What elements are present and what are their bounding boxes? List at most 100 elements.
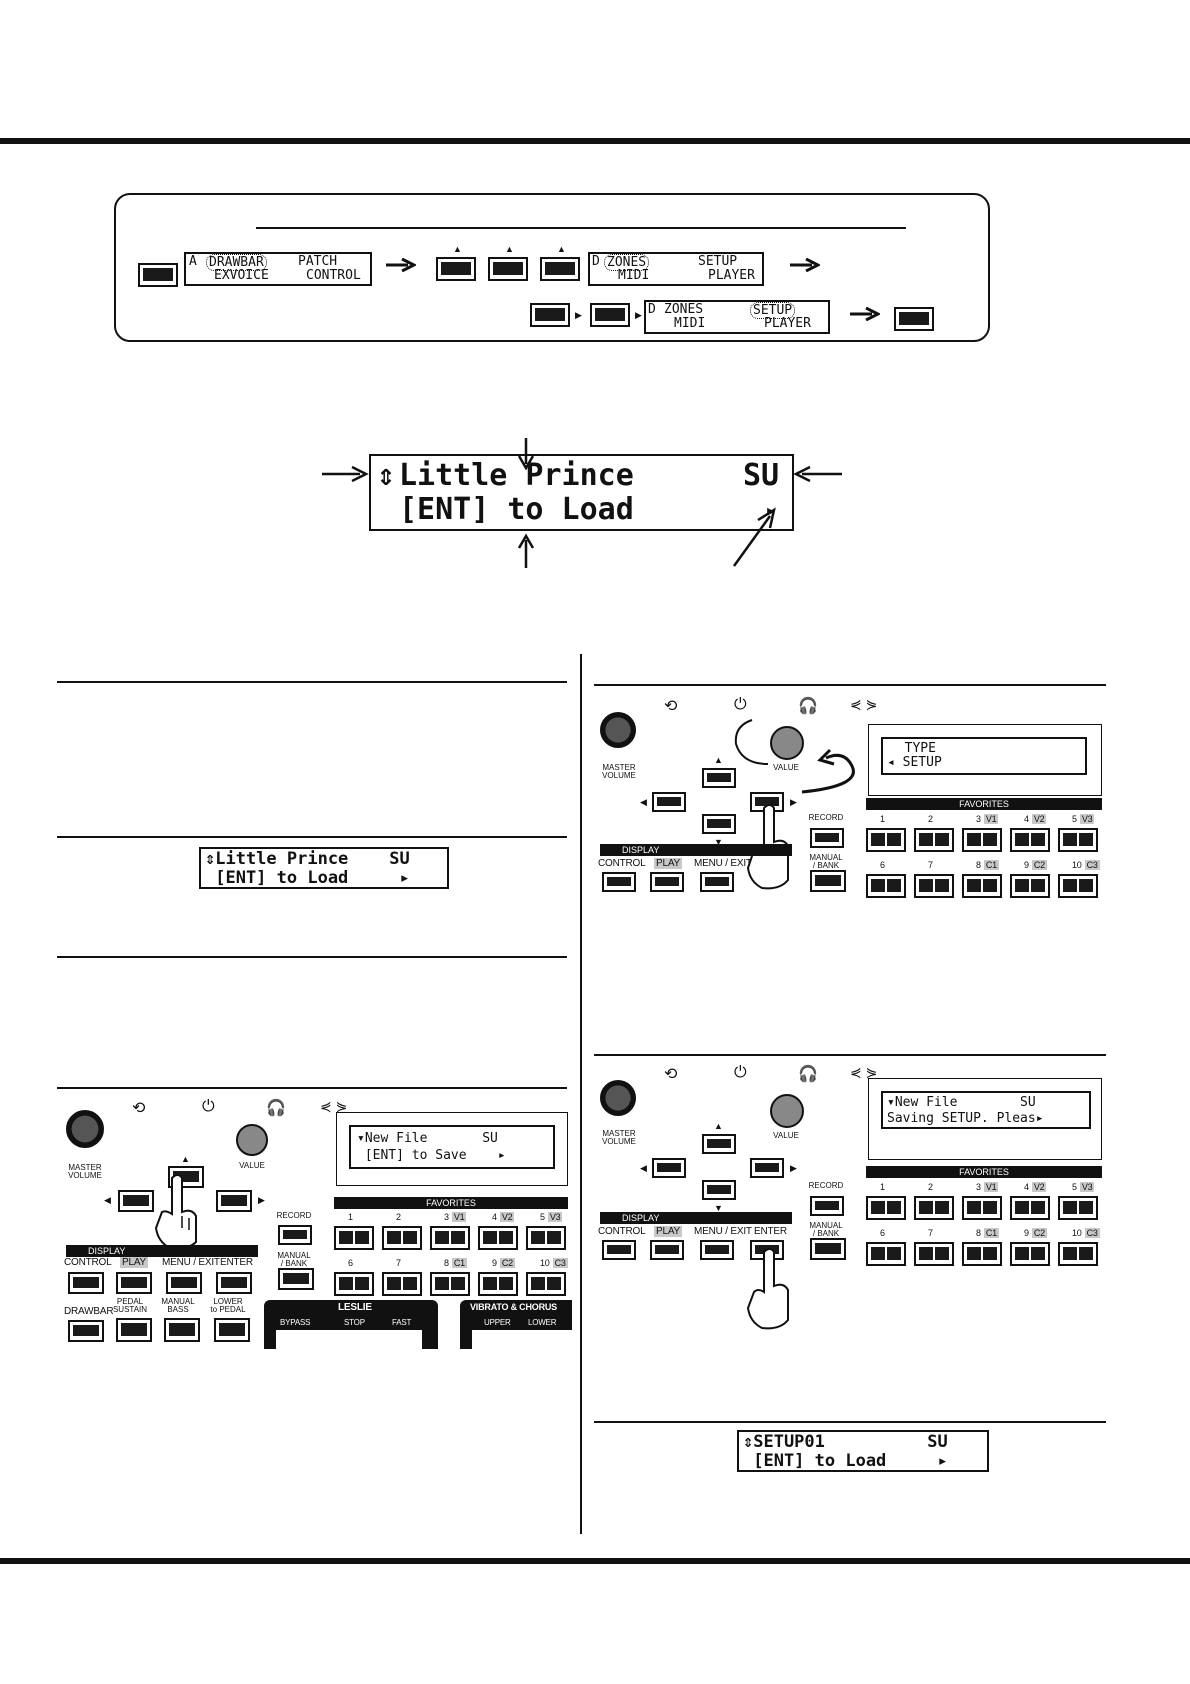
favorite-button[interactable] xyxy=(1058,828,1098,852)
favorite-button[interactable] xyxy=(382,1272,422,1296)
left-button[interactable] xyxy=(118,1190,154,1212)
play-button[interactable] xyxy=(116,1272,152,1294)
step-rule xyxy=(57,956,567,958)
favorite-button[interactable] xyxy=(334,1272,374,1296)
right-button[interactable] xyxy=(750,1158,784,1178)
value-label: VALUE xyxy=(773,1131,799,1140)
drawbar-button[interactable] xyxy=(68,1320,104,1342)
favorite-button[interactable] xyxy=(914,1242,954,1266)
down-button[interactable] xyxy=(702,1180,736,1200)
control-button[interactable] xyxy=(602,872,636,892)
play-button[interactable] xyxy=(650,1240,684,1260)
left-button[interactable] xyxy=(530,303,570,327)
up-button-3[interactable] xyxy=(540,257,580,281)
favorite-button[interactable] xyxy=(866,828,906,852)
control-button[interactable] xyxy=(68,1272,104,1294)
down-triangle-icon: ▼ xyxy=(714,837,723,847)
menu-exit-button[interactable] xyxy=(166,1272,202,1294)
manual-bank-button[interactable] xyxy=(278,1268,314,1290)
type-display-frame: TYPE ◂ SETUP xyxy=(868,724,1102,796)
right-button[interactable] xyxy=(590,303,630,327)
favorite-number: 9 xyxy=(1024,1228,1029,1238)
manual-bank-button[interactable] xyxy=(810,870,846,892)
manual-bank-label: MANUAL / BANK xyxy=(809,853,843,870)
menu-button[interactable] xyxy=(138,263,178,287)
record-button[interactable] xyxy=(810,828,844,848)
favorite-button[interactable] xyxy=(1010,874,1050,898)
left-button[interactable] xyxy=(652,792,686,812)
favorite-button[interactable] xyxy=(866,1242,906,1266)
record-button[interactable] xyxy=(278,1225,312,1245)
favorite-button[interactable] xyxy=(914,828,954,852)
vibrato-buttons[interactable] xyxy=(472,1330,572,1349)
headphones-icon: 🎧 xyxy=(266,1100,286,1117)
favorite-button[interactable] xyxy=(866,1196,906,1220)
favorite-button[interactable] xyxy=(1010,828,1050,852)
favorite-number: 1 xyxy=(880,814,885,824)
favorite-number: 9 xyxy=(1024,860,1029,870)
left-button[interactable] xyxy=(652,1158,686,1178)
favorite-button[interactable] xyxy=(962,1242,1002,1266)
menu-display-2: D ZONES SETUP MIDI PLAYER xyxy=(588,252,764,286)
vibrato-chorus-label: VIBRATO & CHORUS xyxy=(470,1302,557,1312)
record-label: RECORD xyxy=(808,813,844,822)
master-volume-knob[interactable] xyxy=(66,1110,104,1148)
value-knob[interactable] xyxy=(770,726,804,760)
favorite-tag: C3 xyxy=(1084,860,1100,870)
fast-label: FAST xyxy=(392,1318,412,1327)
favorite-tag: C2 xyxy=(499,1258,515,1268)
favorite-button[interactable] xyxy=(430,1226,470,1250)
panel-saving: MASTER VOLUME ⟲ ⏻ 🎧 ⋞ ⋟ VALUE ▲ ◀ ▶ ▼ ▾N… xyxy=(594,1060,1106,1350)
up-button[interactable] xyxy=(702,1134,736,1154)
lower-to-pedal-button[interactable] xyxy=(214,1318,250,1342)
favorite-button[interactable] xyxy=(334,1226,374,1250)
favorite-button[interactable] xyxy=(1058,874,1098,898)
favorite-button[interactable] xyxy=(526,1272,566,1296)
up-button[interactable] xyxy=(702,768,736,788)
menu-exit-button[interactable] xyxy=(700,1240,734,1260)
favorite-label: 2 xyxy=(396,1212,401,1222)
drawbar-label: DRAWBAR xyxy=(64,1306,114,1317)
value-knob[interactable] xyxy=(236,1124,268,1156)
right-button[interactable] xyxy=(216,1190,252,1212)
favorite-button[interactable] xyxy=(1010,1242,1050,1266)
favorite-button[interactable] xyxy=(1010,1196,1050,1220)
enter-button[interactable] xyxy=(216,1272,252,1294)
value-knob[interactable] xyxy=(770,1094,804,1128)
up-button-1[interactable] xyxy=(436,257,476,281)
pedal-sustain-button[interactable] xyxy=(116,1318,152,1342)
down-button[interactable] xyxy=(702,814,736,834)
manual-bass-button[interactable] xyxy=(164,1318,200,1342)
leslie-buttons[interactable] xyxy=(276,1330,422,1349)
favorite-button[interactable] xyxy=(478,1226,518,1250)
favorite-button[interactable] xyxy=(962,874,1002,898)
up-triangle-icon: ▲ xyxy=(714,1121,723,1131)
master-volume-knob[interactable] xyxy=(600,1080,636,1116)
favorite-button[interactable] xyxy=(1058,1196,1098,1220)
right-triangle-icon: ▶ xyxy=(790,1163,797,1173)
pitch-icon: ⋞ ⋟ xyxy=(850,1064,878,1080)
control-label: CONTROL xyxy=(64,1257,112,1268)
favorite-button[interactable] xyxy=(430,1272,470,1296)
favorite-button[interactable] xyxy=(962,1196,1002,1220)
manual-bank-button[interactable] xyxy=(810,1238,846,1260)
up-button-2[interactable] xyxy=(488,257,528,281)
favorite-label: 1 xyxy=(880,814,885,824)
master-volume-knob[interactable] xyxy=(600,712,636,748)
favorite-button[interactable] xyxy=(382,1226,422,1250)
control-button[interactable] xyxy=(602,1240,636,1260)
favorite-button[interactable] xyxy=(914,1196,954,1220)
favorite-tag: V3 xyxy=(1079,1182,1095,1192)
play-button[interactable] xyxy=(650,872,684,892)
favorite-button[interactable] xyxy=(866,874,906,898)
favorite-button[interactable] xyxy=(478,1272,518,1296)
favorite-button[interactable] xyxy=(914,874,954,898)
menu-exit-button[interactable] xyxy=(700,872,734,892)
record-button[interactable] xyxy=(810,1196,844,1216)
favorite-button[interactable] xyxy=(1058,1242,1098,1266)
favorite-button[interactable] xyxy=(526,1226,566,1250)
enter-button[interactable] xyxy=(894,307,934,331)
favorite-button[interactable] xyxy=(962,828,1002,852)
scroll-icon: ⇕ xyxy=(377,458,396,493)
